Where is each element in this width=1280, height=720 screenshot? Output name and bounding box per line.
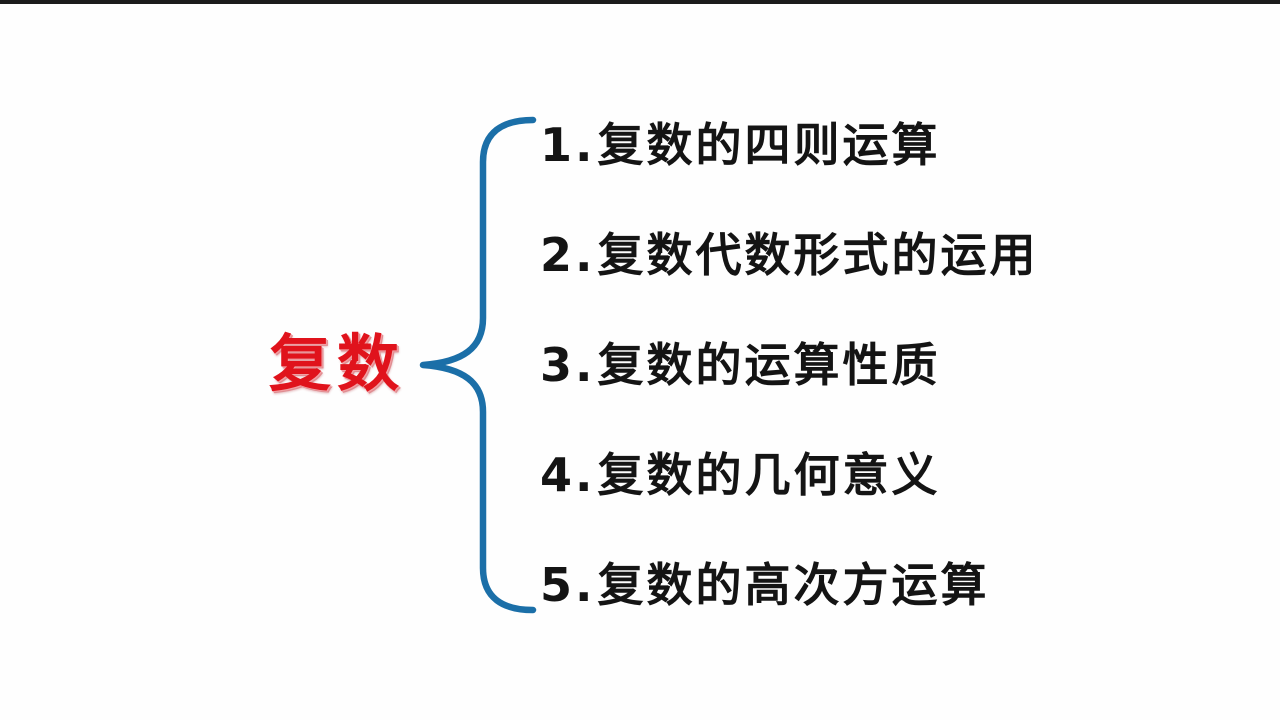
- branch-item-4-index: 4.: [540, 448, 596, 502]
- branch-item-5: 5. 复数的高次方运算: [540, 550, 989, 620]
- branch-item-4: 4. 复数的几何意义: [540, 440, 940, 510]
- branch-item-5-label: 复数的高次方运算: [597, 558, 990, 612]
- branch-item-2: 2. 复数代数形式的运用: [540, 220, 1038, 290]
- root-node-label: 复数: [269, 327, 406, 400]
- branch-item-1: 1. 复数的四则运算: [540, 110, 940, 180]
- branch-item-3-label: 复数的运算性质: [597, 338, 941, 392]
- branch-item-1-label: 复数的四则运算: [597, 118, 941, 172]
- branch-item-2-index: 2.: [540, 228, 596, 282]
- branch-list: 1. 复数的四则运算 2. 复数代数形式的运用 3. 复数的运算性质 4. 复数…: [540, 96, 1240, 652]
- top-edge-bar: [0, 0, 1280, 4]
- branch-item-2-label: 复数代数形式的运用: [597, 228, 1039, 282]
- branch-item-3: 3. 复数的运算性质: [540, 330, 940, 400]
- branch-item-3-index: 3.: [540, 338, 596, 392]
- branch-item-4-label: 复数的几何意义: [597, 448, 941, 502]
- branch-item-5-index: 5.: [540, 558, 596, 612]
- curly-brace-icon: [419, 116, 537, 614]
- branch-item-1-index: 1.: [540, 118, 596, 172]
